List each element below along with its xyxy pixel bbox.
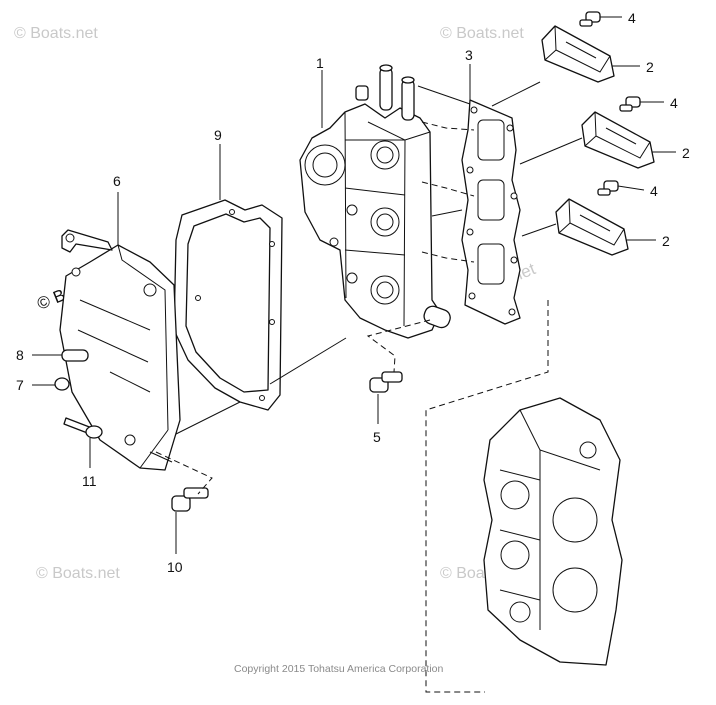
assembly-line-housing-top: [421, 121, 475, 131]
assembly-line-housing-mid: [421, 181, 475, 197]
screw-middle: [619, 96, 641, 112]
cover-gasket: [173, 199, 283, 411]
callout-2-top: 2: [646, 59, 654, 75]
assembly-line-housing-low: [421, 251, 475, 263]
valve-housing-bottom: [555, 198, 629, 256]
valve-housing-middle: [581, 111, 655, 169]
callout-11: 11: [82, 473, 97, 489]
callout-10: 10: [167, 559, 183, 575]
screw-top: [579, 11, 601, 27]
watermark-top-right: © Boats.net: [440, 25, 524, 42]
assembly-line-cover-to-plug10: [155, 451, 213, 495]
watermark-top-left: © Boats.net: [14, 25, 98, 42]
assembly-line-head-to-plug5: [366, 319, 431, 373]
bolt-with-washer: [63, 417, 103, 439]
copyright-text: Copyright 2015 Tohatsu America Corporati…: [234, 663, 444, 675]
cylinder-head: [299, 64, 451, 339]
callout-9: 9: [214, 127, 222, 143]
engine-block: [483, 397, 623, 666]
screw-bottom: [597, 180, 619, 196]
connector-gasket-to-housing-mid: [519, 137, 583, 165]
connector-gasket-head-top: [417, 85, 471, 105]
callout-5: 5: [373, 429, 381, 445]
callout-4-top: 4: [628, 10, 636, 26]
callout-8: 8: [16, 347, 24, 363]
connector-cover-to-gasket: [175, 401, 241, 435]
callout-4-mid: 4: [670, 95, 678, 111]
callout-3: 3: [465, 47, 473, 63]
connector-gasket-head-mid: [431, 209, 463, 217]
cylinder-head-cover: [59, 229, 181, 471]
assembly-line-head-to-block: [425, 300, 549, 693]
callout-2-low: 2: [662, 233, 670, 249]
callout-2-mid: 2: [682, 145, 690, 161]
connector-gasket-to-housing-top: [491, 81, 541, 107]
drain-plug-10: [171, 487, 209, 512]
connector-gasket-to-housing-low: [521, 223, 557, 237]
watermark-bottom-left: © Boats.net: [36, 565, 120, 582]
dowel-pin: [61, 349, 89, 362]
callout-6: 6: [113, 173, 121, 189]
callout-7: 7: [16, 377, 24, 393]
callout-4-low: 4: [650, 183, 658, 199]
drain-plug-5: [369, 371, 403, 393]
rubber-plug: [54, 377, 70, 391]
leader-4-low: [617, 185, 645, 191]
exhaust-gasket: [461, 99, 521, 325]
connector-gasket-to-head: [269, 337, 347, 385]
valve-housing-top: [541, 25, 615, 83]
callout-1: 1: [316, 55, 324, 71]
